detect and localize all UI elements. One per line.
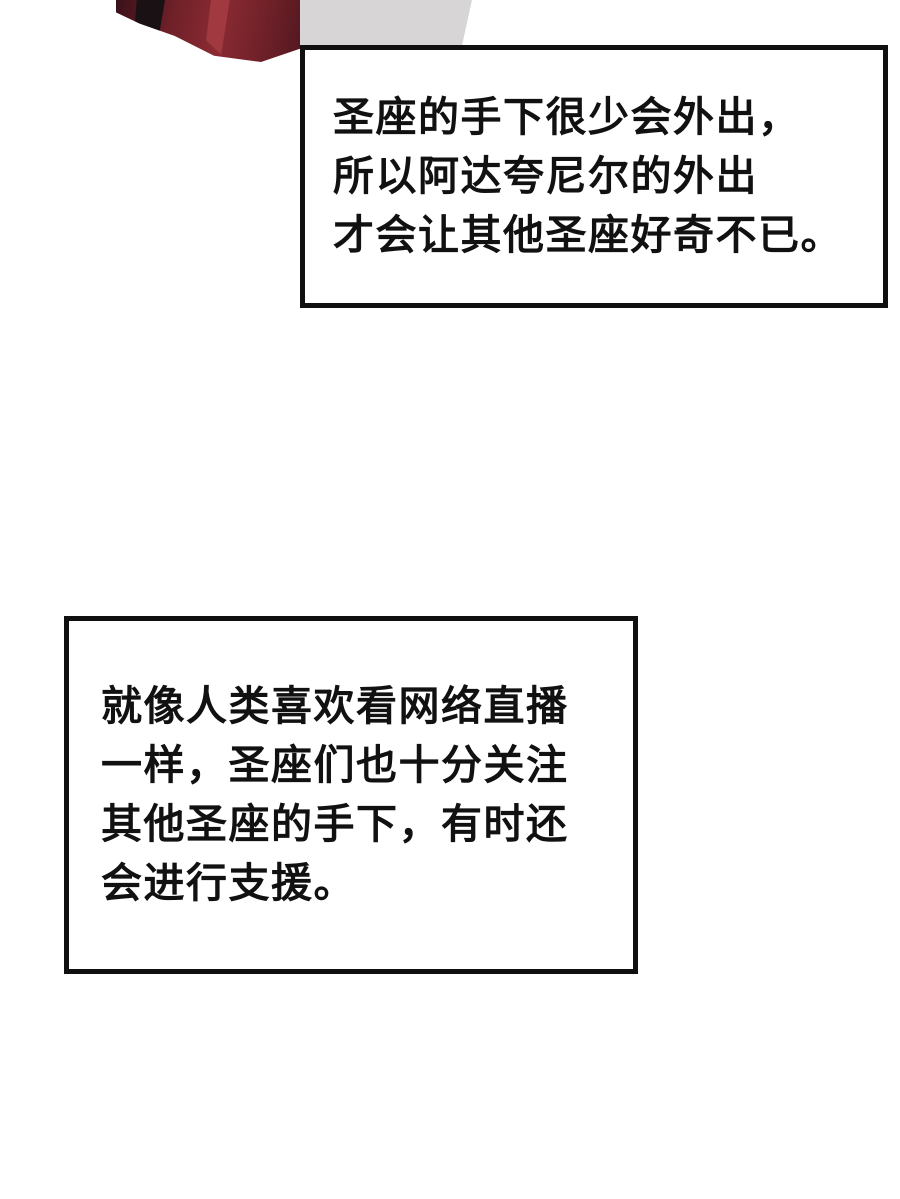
- narration-line: 才会让其他圣座好奇不已。: [333, 212, 843, 258]
- hair-strand-highlight: [206, 0, 230, 55]
- narration-line: 所以阿达夸尼尔的外出: [333, 153, 758, 199]
- narration-line: 一样，圣座们也十分关注: [101, 742, 569, 788]
- hair-strand-dark: [133, 0, 165, 49]
- background-gray-fragment: [300, 0, 472, 47]
- narration-line: 圣座的手下很少会外出，: [333, 94, 801, 140]
- character-hair-artwork: [116, 0, 312, 62]
- narration-box-1: 圣座的手下很少会外出， 所以阿达夸尼尔的外出 才会让其他圣座好奇不已。: [300, 45, 888, 308]
- narration-line: 就像人类喜欢看网络直播: [101, 683, 569, 729]
- narration-line: 会进行支援。: [101, 860, 356, 906]
- narration-line: 其他圣座的手下，有时还: [101, 801, 569, 847]
- narration-box-2: 就像人类喜欢看网络直播 一样，圣座们也十分关注 其他圣座的手下，有时还 会进行支…: [64, 616, 638, 974]
